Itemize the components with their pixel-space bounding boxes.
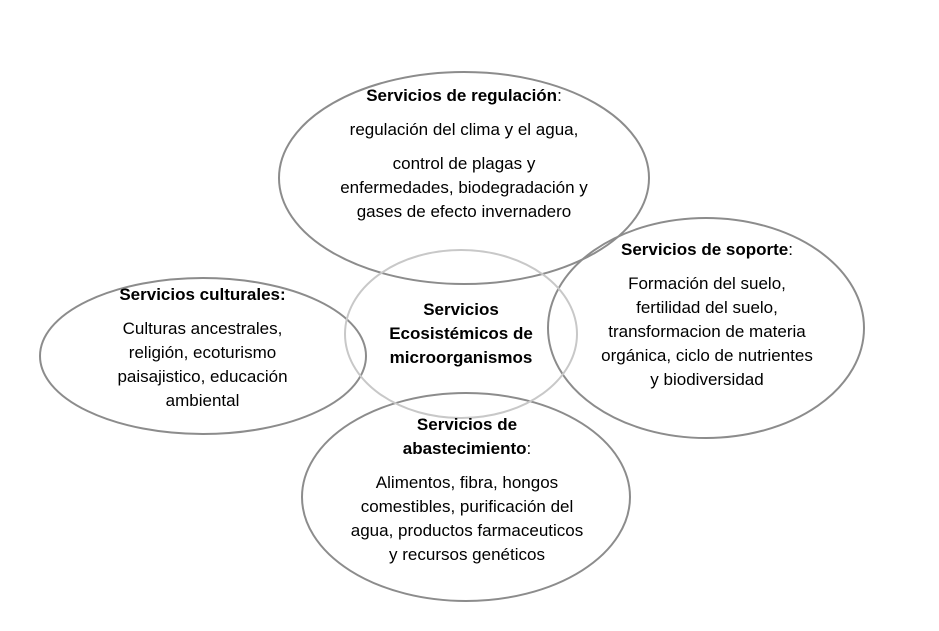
culturales-block: Servicios culturales: Culturas ancestral…: [100, 283, 305, 413]
ellipse-soporte: [547, 217, 865, 439]
center-title-line-3: microorganismos: [389, 348, 533, 367]
ellipse-culturales: [39, 277, 367, 435]
culturales-text: Culturas ancestrales, religión, ecoturis…: [117, 319, 288, 410]
regulacion-text-2: control de plagas y enfermedades, biodeg…: [340, 154, 588, 221]
regulacion-title: Servicios de regulación: [366, 86, 558, 105]
center-title-line-1: Servicios: [423, 300, 499, 319]
ellipse-center: [344, 249, 578, 419]
regulacion-block: Servicios de regulación: regulación del …: [335, 84, 593, 224]
abastecimiento-title-line-2: abastecimiento: [402, 439, 527, 458]
abastecimiento-title-line-1: Servicios de: [416, 415, 518, 434]
regulacion-title-suffix: :: [557, 86, 562, 105]
soporte-text: Formación del suelo, fertilidad del suel…: [601, 274, 813, 389]
regulacion-text-1: regulación del clima y el agua,: [349, 120, 579, 139]
abastecimiento-block: Servicios de abastecimiento: Alimentos, …: [349, 413, 585, 567]
soporte-title: Servicios de soporte: [621, 240, 789, 259]
abastecimiento-text: Alimentos, fibra, hongos comestibles, pu…: [350, 473, 584, 564]
center-title-line-2: Ecosistémicos de: [389, 324, 533, 343]
culturales-title: Servicios culturales:: [119, 285, 286, 304]
soporte-block: Servicios de soporte: Formación del suel…: [597, 238, 817, 392]
ellipse-abastecimiento: [301, 392, 631, 602]
ellipse-regulacion: [278, 71, 650, 285]
abastecimiento-title-suffix: :: [526, 439, 532, 458]
soporte-title-suffix: :: [788, 240, 793, 259]
center-block: Servicios Ecosistémicos de microorganism…: [371, 298, 551, 370]
